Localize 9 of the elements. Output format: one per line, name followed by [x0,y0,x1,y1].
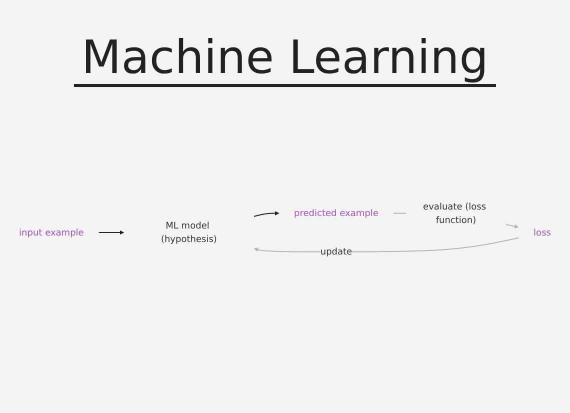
arrow [98,230,124,235]
node-text: input example [19,228,84,238]
node-text: ML model (hypothesis) [160,220,217,245]
arrow [254,211,280,218]
edge-label: evaluate (loss function) [423,201,486,226]
edge-label: update [320,246,352,258]
node-text: loss [534,228,551,238]
node-text: predicted example [294,208,378,219]
title: Machine Learning [74,30,496,87]
